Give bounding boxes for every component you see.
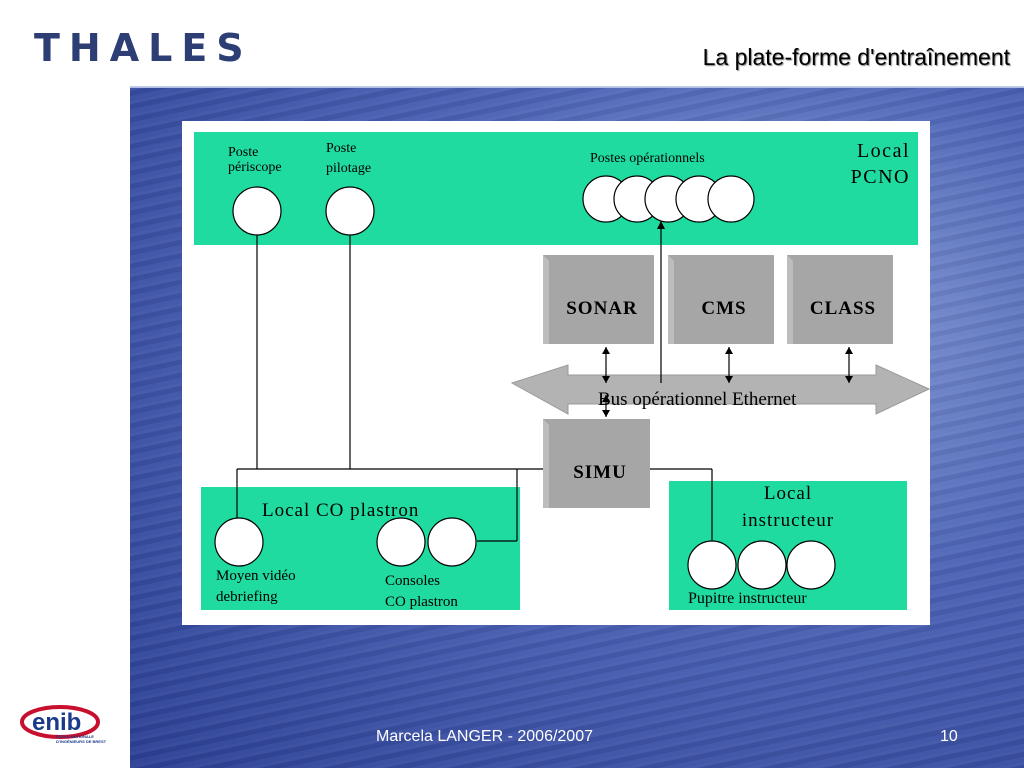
class-box <box>787 255 893 344</box>
poste-pilotage-node <box>325 186 375 236</box>
simu-label: SIMU <box>573 462 627 483</box>
moyen-video-label: debriefing <box>216 589 278 605</box>
sonar-box <box>543 255 654 344</box>
poste-periscope-node <box>232 186 282 236</box>
local-co-plastron-label: Local CO plastron <box>262 500 419 521</box>
moyen-video-node <box>214 517 264 567</box>
ethernet-bus-arrow <box>510 364 930 415</box>
page-number: 10 <box>940 728 958 745</box>
local-pcno-label: Local <box>857 140 910 162</box>
footer-author: Marcela LANGER - 2006/2007 <box>376 728 593 745</box>
moyen-video-label: Moyen vidéo <box>216 568 296 584</box>
poste-periscope-label: Poste <box>228 145 258 160</box>
enib-subtitle: ÉCOLE NATIONALE D'INGÉNIEURS DE BREST <box>56 734 107 744</box>
poste-pilotage-label: Poste <box>326 141 356 156</box>
cms-label: CMS <box>701 298 746 319</box>
local-instructeur-label: Local <box>764 483 812 504</box>
console-co-plastron-node <box>376 517 426 567</box>
poste-operationnel-node <box>707 175 755 223</box>
pupitre-instructeur-node <box>786 540 836 590</box>
poste-periscope-label: périscope <box>228 160 282 175</box>
arrowheads <box>602 221 853 417</box>
postes-operationnels-label: Postes opérationnels <box>590 151 705 166</box>
enib-logo: enib ÉCOLE NATIONALE D'INGÉNIEURS DE BRE… <box>20 704 112 750</box>
console-co-plastron-node <box>427 517 477 567</box>
architecture-diagram: Local PCNO Poste périscope Poste pilotag… <box>182 121 930 625</box>
slide-title: La plate-forme d'entraînement <box>702 44 1010 70</box>
simu-box <box>543 419 650 508</box>
consoles-label: CO plastron <box>385 594 458 610</box>
zone-local-pcno <box>194 132 918 245</box>
local-pcno-label: PCNO <box>851 166 910 188</box>
class-label: CLASS <box>810 298 876 319</box>
local-instructeur-label: instructeur <box>742 510 834 531</box>
pupitre-instructeur-node <box>687 540 737 590</box>
consoles-label: Consoles <box>385 573 440 589</box>
poste-pilotage-label: pilotage <box>326 161 371 176</box>
thales-logo: THALES <box>34 26 253 70</box>
pupitre-instructeur-node <box>737 540 787 590</box>
cms-box <box>668 255 774 344</box>
bus-label: Bus opérationnel Ethernet <box>598 389 797 410</box>
pupitre-instructeur-label: Pupitre instructeur <box>688 590 807 607</box>
connection-lines <box>236 221 850 551</box>
enib-logo-text: enib <box>32 709 81 736</box>
sonar-label: SONAR <box>566 298 638 319</box>
